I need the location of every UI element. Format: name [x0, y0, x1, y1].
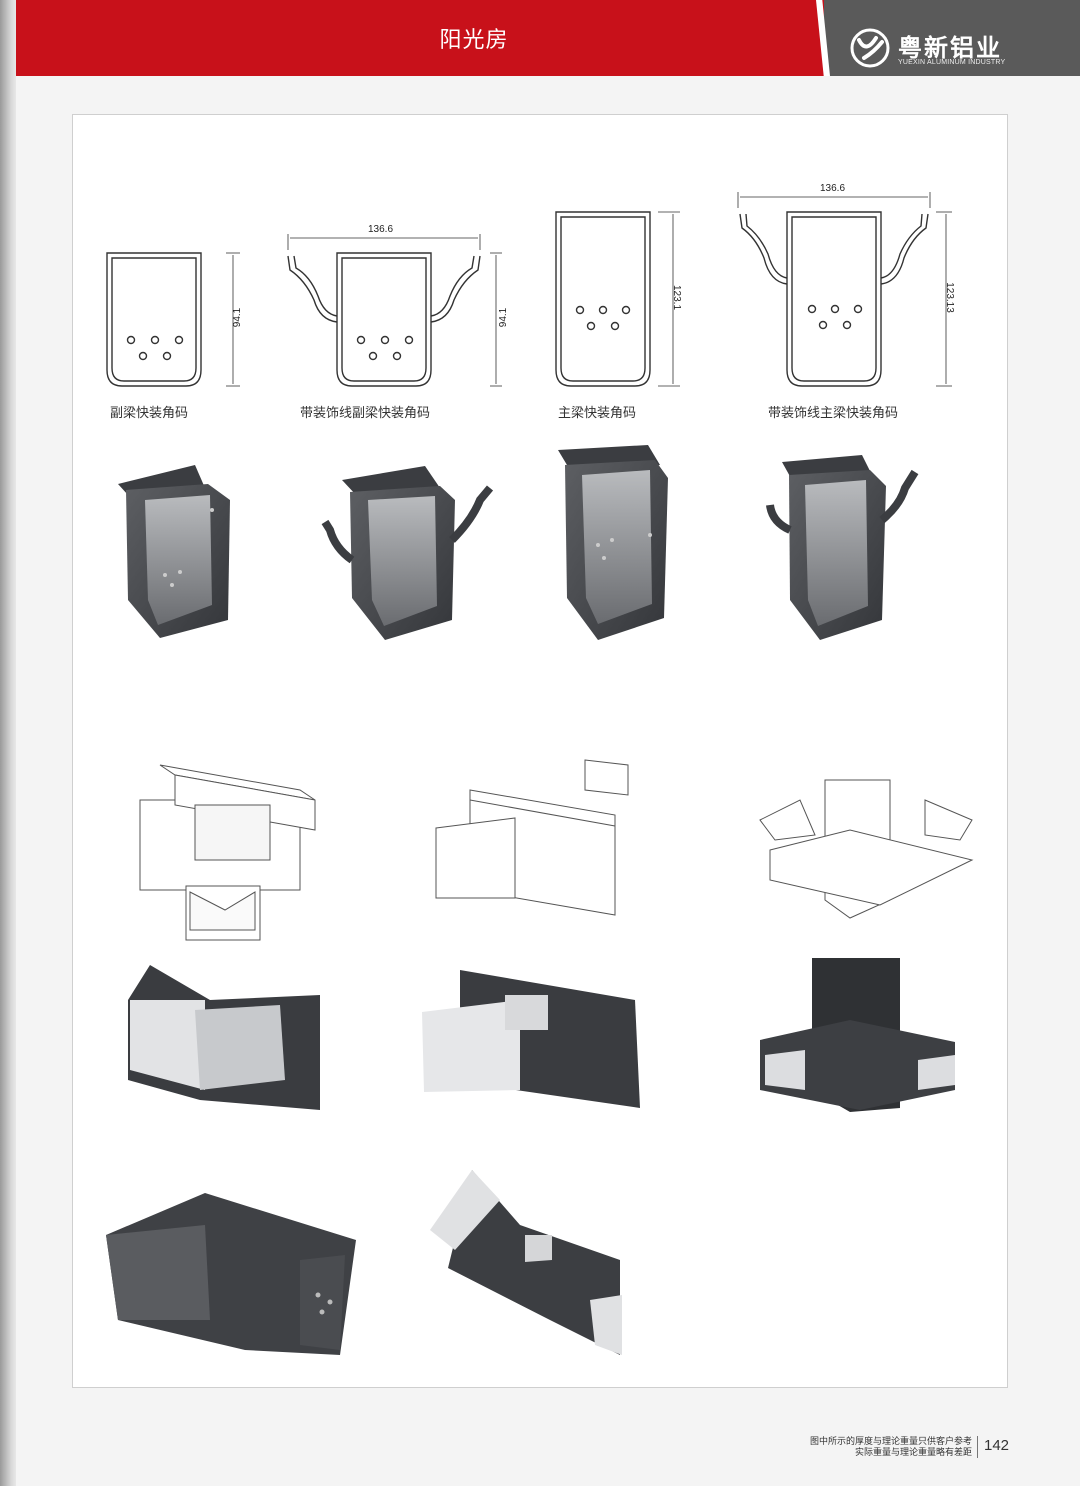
brand-subtitle: YUEXIN ALUMINUM INDUSTRY: [898, 59, 1006, 66]
footer-note-line-1: 图中所示的厚度与理论重量只供客户参考: [809, 1436, 972, 1446]
assembly-lineart-3: [759, 779, 974, 919]
profile-2-label: 带装饰线副梁快装角码: [300, 405, 431, 420]
profile-drawing-1: [106, 252, 240, 387]
assembly-render-4: [106, 1193, 356, 1355]
profile-4-label: 带装饰线主梁快装角码: [768, 405, 899, 420]
profile-3-label: 主梁快装角码: [558, 405, 637, 420]
page-number: 142: [984, 1437, 1010, 1454]
profile-1-label: 副梁快装角码: [110, 405, 189, 420]
brand-name: 粤新铝业: [898, 35, 1002, 62]
profile-3-height-dim: 123.1: [671, 284, 683, 311]
profile-drawing-4: [737, 192, 952, 387]
assembly-lineart-2: [435, 759, 629, 916]
assembly-lineart-1: [139, 764, 316, 941]
bracket-render-3: [558, 445, 668, 640]
assembly-render-1: [128, 965, 320, 1110]
assembly-render-3: [760, 958, 955, 1112]
profile-drawing-3: [555, 211, 680, 387]
assembly-render-5: [430, 1170, 622, 1355]
brand-logo-icon: [850, 28, 890, 68]
content-panel: [72, 114, 1008, 1388]
footer-note-line-2: 实际重量与理论重量略有差距: [854, 1447, 972, 1457]
header-bar: [16, 0, 824, 76]
page-title: 阳光房: [439, 27, 509, 52]
profile-1-height-dim: 94.1: [232, 307, 244, 328]
page-spine-shadow: [0, 0, 16, 1486]
brand-block: [824, 0, 1080, 76]
profile-drawing-2: [287, 234, 502, 387]
profile-4-height-dim: 123.13: [943, 282, 955, 313]
profile-4-width-dim: 136.6: [820, 183, 846, 194]
profile-2-width-dim: 136.6: [368, 224, 394, 235]
footer-note: 图中所示的厚度与理论重量只供客户参考 实际重量与理论重量略有差距: [810, 1436, 972, 1458]
bracket-render-4: [766, 455, 919, 640]
profile-2-height-dim: 94.1: [498, 307, 510, 328]
footer-divider: [977, 1436, 978, 1458]
bracket-render-1: [118, 465, 230, 638]
assembly-render-2: [422, 970, 640, 1108]
bracket-render-2: [321, 466, 494, 640]
